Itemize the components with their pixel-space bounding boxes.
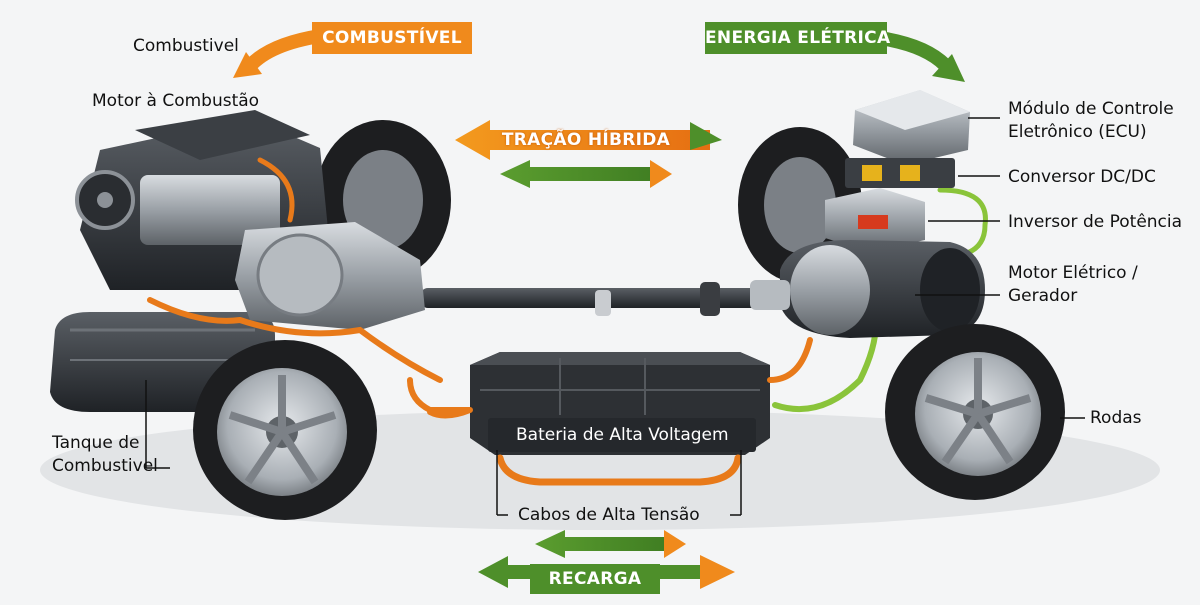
label-motor-line1: Motor Elétrico / — [1008, 263, 1138, 283]
transmission — [235, 222, 425, 330]
label-ecu-line2: Eletrônico (ECU) — [1008, 122, 1147, 142]
label-battery: Bateria de Alta Voltagem — [516, 425, 729, 445]
power-inverter — [825, 188, 925, 252]
driveshaft — [420, 282, 760, 316]
label-ecu-line1: Módulo de Controle — [1008, 99, 1174, 119]
fuel-flow-arrow — [233, 29, 322, 78]
hybrid-flow-arrows — [455, 120, 722, 188]
hybrid-traction-banner: TRAÇÃO HÍBRIDA — [501, 130, 671, 150]
high-voltage-battery — [470, 352, 770, 455]
leader-lines — [145, 117, 1085, 516]
fuel-banner: COMBUSTÍVEL — [312, 22, 472, 54]
electric-motor — [750, 240, 985, 338]
electric-energy-banner: ENERGIA ELÉTRICA — [705, 22, 890, 54]
front-left-wheel — [193, 340, 377, 520]
label-combustion-engine: Motor à Combustão — [92, 91, 260, 111]
recharge-banner: RECARGA — [530, 564, 660, 594]
label-tank-line2: Combustivel — [52, 456, 158, 476]
label-motor-line2: Gerador — [1008, 286, 1078, 306]
ecu-module — [853, 90, 970, 165]
label-dcdc-converter: Conversor DC/DC — [1008, 167, 1156, 187]
dc-dc-converter — [845, 158, 955, 188]
label-wheels: Rodas — [1090, 408, 1142, 428]
label-hv-cables: Cabos de Alta Tensão — [518, 505, 700, 525]
label-fuel: Combustivel — [133, 36, 239, 56]
electric-flow-arrow — [878, 31, 965, 82]
label-tank-line1: Tanque de — [52, 433, 140, 453]
label-power-inverter: Inversor de Potência — [1008, 212, 1183, 232]
rear-left-wheel — [315, 120, 451, 280]
front-right-wheel — [885, 324, 1065, 500]
